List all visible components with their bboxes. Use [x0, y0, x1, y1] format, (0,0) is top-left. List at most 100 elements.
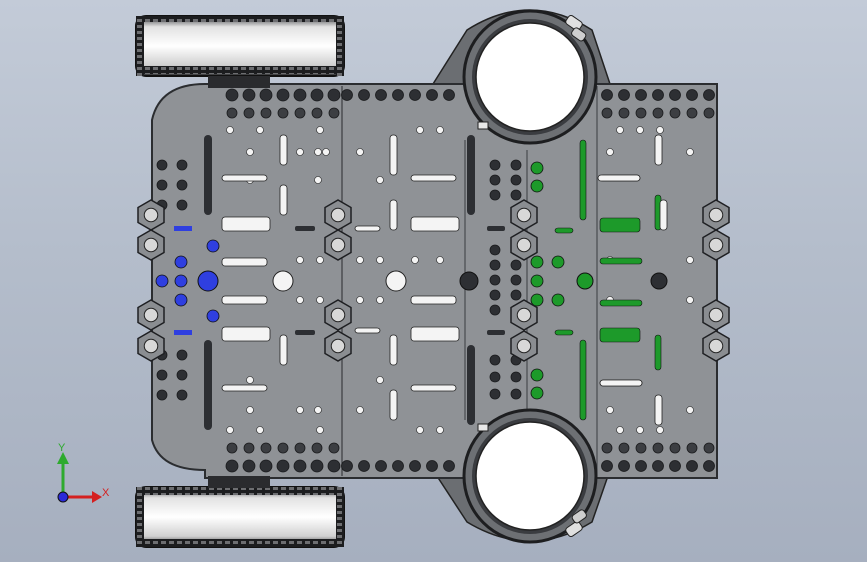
- hex-standoff-icon: [702, 330, 730, 362]
- mount-hole: [176, 199, 188, 211]
- small-hole: [686, 148, 694, 156]
- hex-standoff-icon: [510, 330, 538, 362]
- mount-hole: [293, 459, 307, 473]
- mount-hole: [276, 88, 290, 102]
- small-hole: [416, 126, 424, 134]
- wheel-bottom[interactable]: [135, 476, 345, 548]
- caster-bottom[interactable]: [462, 408, 598, 544]
- mount-hole: [294, 442, 306, 454]
- mount-hole: [242, 88, 256, 102]
- mount-hole: [176, 389, 188, 401]
- small-hole: [636, 126, 644, 134]
- slot: [221, 257, 268, 267]
- mount-hole: [293, 88, 307, 102]
- small-hole: [246, 376, 254, 384]
- hex-standoff-icon: [324, 299, 352, 331]
- mount-hole: [156, 389, 168, 401]
- slot: [389, 334, 398, 366]
- mount-hole: [510, 371, 522, 383]
- wheel-top[interactable]: [135, 15, 345, 88]
- small-hole: [296, 256, 304, 264]
- mount-hole: [652, 89, 664, 101]
- mount-hole: [510, 189, 522, 201]
- slot: [597, 174, 641, 182]
- mount-hole: [510, 289, 522, 301]
- hex-standoff-icon: [324, 330, 352, 362]
- mount-hole: [375, 460, 387, 472]
- highlighted-slot: [579, 339, 587, 421]
- mount-hole: [652, 107, 664, 119]
- small-hole: [316, 426, 324, 434]
- highlighted-slot: [599, 217, 641, 233]
- mount-hole: [341, 89, 353, 101]
- mount-hole: [341, 460, 353, 472]
- slot: [389, 199, 398, 231]
- highlighted-hole: [530, 161, 544, 175]
- mount-hole: [510, 259, 522, 271]
- mount-hole: [635, 460, 647, 472]
- chassis-plate[interactable]: [151, 83, 718, 479]
- slot: [221, 216, 271, 232]
- hex-standoff-icon: [137, 330, 165, 362]
- slot: [295, 226, 315, 231]
- highlighted-hole: [551, 293, 565, 307]
- small-hole: [314, 176, 322, 184]
- hole-grid: [155, 88, 715, 473]
- slot: [295, 330, 315, 335]
- mount-hole: [489, 388, 501, 400]
- small-hole: [356, 406, 364, 414]
- small-hole: [316, 126, 324, 134]
- mount-hole: [243, 442, 255, 454]
- mount-hole: [489, 259, 501, 271]
- slot: [279, 334, 288, 366]
- mount-hole: [489, 159, 501, 171]
- mount-hole: [510, 388, 522, 400]
- mount-hole: [489, 274, 501, 286]
- slot: [221, 295, 268, 305]
- small-hole: [376, 376, 384, 384]
- mount-hole: [652, 442, 664, 454]
- mount-hole: [601, 89, 613, 101]
- mount-hole: [327, 88, 341, 102]
- mount-hole: [489, 371, 501, 383]
- small-hole: [606, 406, 614, 414]
- mount-hole: [226, 442, 238, 454]
- caster-top[interactable]: [462, 9, 598, 145]
- hex-standoff-icon: [137, 299, 165, 331]
- highlighted-slot: [554, 329, 574, 336]
- hex-standoff-icon: [510, 229, 538, 261]
- mount-hole: [156, 179, 168, 191]
- mount-hole: [310, 459, 324, 473]
- highlighted-hole: [530, 386, 544, 400]
- highlighted-hole: [530, 274, 544, 288]
- hex-standoff-icon: [137, 229, 165, 261]
- slot: [410, 384, 457, 392]
- mount-hole: [277, 442, 289, 454]
- slot: [487, 330, 505, 335]
- small-hole: [616, 126, 624, 134]
- slot: [659, 199, 668, 231]
- center-holes: [197, 270, 668, 292]
- highlighted-hole: [174, 274, 188, 288]
- slot: [221, 174, 268, 182]
- hex-standoff-icon: [702, 299, 730, 331]
- mount-hole: [311, 442, 323, 454]
- small-hole: [316, 256, 324, 264]
- mount-hole: [618, 442, 630, 454]
- small-hole: [436, 256, 444, 264]
- highlighted-slot: [599, 257, 643, 265]
- slot: [410, 326, 460, 342]
- highlighted-hole: [530, 255, 544, 269]
- small-hole: [256, 126, 264, 134]
- small-hole: [436, 126, 444, 134]
- mount-hole: [669, 89, 681, 101]
- mount-hole: [311, 107, 323, 119]
- mount-hole: [635, 107, 647, 119]
- small-hole: [316, 296, 324, 304]
- mount-hole: [669, 442, 681, 454]
- small-hole: [411, 256, 419, 264]
- mount-hole: [392, 460, 404, 472]
- slot: [654, 394, 663, 426]
- mount-hole: [277, 107, 289, 119]
